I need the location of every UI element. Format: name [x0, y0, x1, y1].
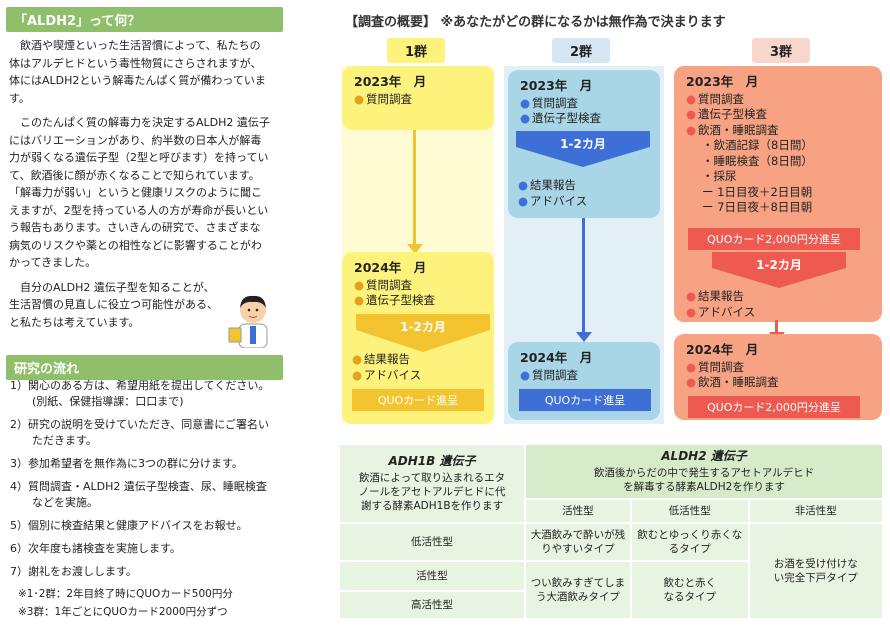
section-title-flow: 研究の流れ — [6, 355, 283, 380]
genotype-table: ADH1B 遺伝子 飲酒によって取り込まれるエタノールをアセトアルデヒドに代謝す… — [338, 443, 885, 620]
group-3-label: 3群 — [752, 38, 810, 63]
table-cell: つい飲みすぎてしまう大酒飲みタイプ — [524, 560, 632, 620]
list-item: ー 7日目夜＋8日目朝 — [702, 200, 813, 214]
list-item: 3）参加希望者を無作為に3つの群に分けます。 — [10, 457, 243, 470]
aldh2-header: ALDH2 遺伝子 飲酒後からだの中で発生するアセトアルデヒドを解毒する酵素AL… — [524, 443, 884, 500]
paragraph-1: 飲酒や喫煙といった生活習慣によって、私たちの体はアルデヒドという毒性物質にさらさ… — [9, 39, 266, 105]
list-item: ー 1日目夜＋2日目朝 — [702, 184, 813, 199]
list-item: 結果報告 — [518, 178, 587, 194]
list-item: 飲酒・睡眠調査 — [686, 375, 870, 391]
list-item: アドバイス — [518, 194, 587, 210]
note-1: ※1･2群：2年目終了時にQUOカード500円分 — [18, 588, 233, 600]
table-cell: 飲むと赤くなるタイプ — [629, 560, 750, 620]
arrow-down-icon — [407, 244, 423, 254]
note-2: ※3群：1年ごとにQUOカード2000円分ずつ — [18, 606, 228, 618]
list-item: 4）質問調査・ALDH2 遺伝子型検査、尿、睡眠検査などを実施。 — [10, 480, 267, 509]
interval-label: 1-2カ月 — [560, 137, 606, 151]
list-item: 遺伝子型検査 — [354, 293, 482, 309]
quo-badge: QUOカード進呈 — [519, 389, 651, 411]
group-1-label: 1群 — [387, 38, 445, 63]
list-item: 1）関心のある方は、希望用紙を提出してください。(別紙、保健指導課：口口まで) — [10, 379, 270, 408]
section-title-aldh2: 「ALDH2」って何？ — [6, 7, 283, 32]
steps-list: 1）関心のある方は、希望用紙を提出してください。(別紙、保健指導課：口口まで) … — [10, 378, 272, 587]
year-label: 2024年 月 — [686, 342, 759, 357]
person-illustration — [227, 290, 279, 349]
list-item: アドバイス — [686, 305, 755, 321]
col-header: 活性型 — [524, 498, 632, 524]
group-3-results: 結果報告 アドバイス — [686, 289, 755, 320]
interval-label: 1-2カ月 — [400, 320, 446, 334]
table-cell: 飲むとゆっくり赤くなるタイプ — [629, 522, 750, 562]
list-item: 結果報告 — [686, 289, 755, 305]
list-item: 7）謝礼をお渡しします。 — [10, 565, 137, 578]
year-label: 2024年 月 — [520, 350, 593, 365]
year-label: 2023年 月 — [354, 74, 427, 89]
group-1-2023-box: 2023年 月 質問調査 — [342, 66, 494, 130]
arrow-line — [775, 320, 778, 334]
group-2-label: 2群 — [552, 38, 610, 63]
list-item: ・飲酒記録（8日間） — [702, 138, 813, 152]
year-label: 2024年 月 — [354, 260, 427, 275]
table-cell: お酒を受け付けない完全下戸タイプ — [747, 522, 885, 620]
table-cell: 大酒飲みで酔いが残りやすいタイプ — [524, 522, 632, 562]
col-header: 非活性型 — [747, 498, 885, 524]
adh1b-header: ADH1B 遺伝子 飲酒によって取り込まれるエタノールをアセトアルデヒドに代謝す… — [338, 443, 526, 524]
year-label: 2023年 月 — [520, 78, 593, 93]
list-item: 質問調査 — [686, 360, 870, 376]
list-item: 遺伝子型検査 — [520, 111, 648, 127]
aldh2-title: ALDH2 遺伝子 — [661, 449, 747, 463]
arrow-line — [413, 130, 416, 248]
interval-arrow — [516, 131, 650, 167]
group-2-results: 結果報告 アドバイス — [518, 178, 587, 209]
list-item: 遺伝子型検査 — [686, 107, 870, 123]
row-header: 高活性型 — [338, 590, 526, 620]
col-header: 低活性型 — [629, 498, 750, 524]
interval-arrow — [712, 252, 846, 288]
list-item: 質問調査 — [354, 92, 482, 108]
row-header: 活性型 — [338, 560, 526, 592]
adh1b-title: ADH1B 遺伝子 — [388, 454, 476, 468]
arrow-down-icon — [576, 332, 592, 342]
paragraph-3: 自分のALDH2 遺伝子型を知ることが、生活習慣の見直しに役立つ可能性がある、と… — [9, 280, 218, 329]
list-item: 飲酒・睡眠調査 — [686, 123, 870, 139]
year-label: 2023年 月 — [686, 74, 759, 89]
list-item: 質問調査 — [520, 96, 648, 112]
list-item: 2）研究の説明を受けていただき、同意書にご署名いただきます。 — [10, 418, 270, 447]
list-item: ・採尿 — [702, 169, 737, 183]
row-header: 低活性型 — [338, 522, 526, 562]
adh1b-desc: 飲酒によって取り込まれるエタノールをアセトアルデヒドに代謝する酵素ADH1Bを作… — [358, 472, 506, 512]
list-item: 結果報告 — [352, 352, 421, 368]
aldh2-desc: 飲酒後からだの中で発生するアセトアルデヒドを解毒する酵素ALDH2を作ります — [593, 467, 815, 493]
overview-title: 【調査の概要】 ※あなたがどの群になるかは無作為で決まります — [345, 15, 726, 30]
arrow-line — [582, 218, 585, 336]
interval-label: 1-2カ月 — [756, 258, 802, 272]
quo-badge: QUOカード進呈 — [352, 389, 484, 411]
list-item: ・睡眠検査（8日間） — [702, 153, 813, 168]
quo-badge: QUOカード2,000円分進呈 — [688, 228, 860, 250]
intro-text: 飲酒や喫煙といった生活習慣によって、私たちの体はアルデヒドという毒性物質にさらさ… — [9, 37, 271, 338]
quo-badge: QUOカード2,000円分進呈 — [688, 396, 860, 418]
list-item: 6）次年度も諸検査を実施します。 — [10, 542, 181, 555]
list-item: 5）個別に検査結果と健康アドバイスをお報せ。 — [10, 519, 248, 532]
list-item: アドバイス — [352, 368, 421, 384]
interval-arrow — [356, 314, 490, 352]
paragraph-2: このたんぱく質の解毒力を決定するALDH2 遺伝子にはバリエーションがあり、約半… — [9, 116, 270, 269]
group-1-results: 結果報告 アドバイス — [352, 352, 421, 383]
list-item: 質問調査 — [354, 278, 482, 294]
list-item: 質問調査 — [520, 368, 648, 384]
list-item: 質問調査 — [686, 92, 870, 108]
